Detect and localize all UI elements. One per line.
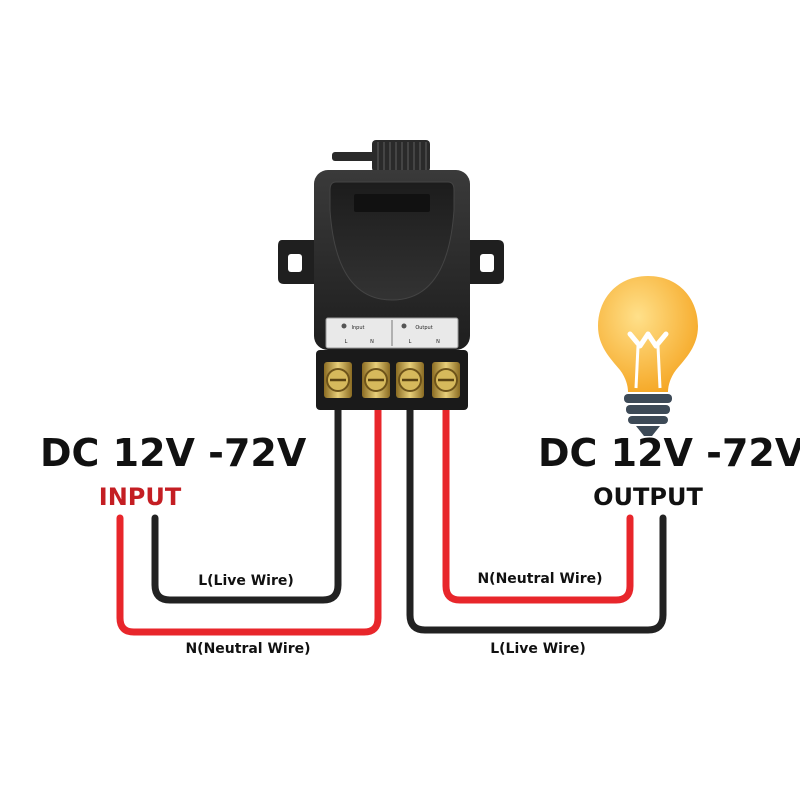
input-live-wire — [151, 391, 342, 604]
panel-output-n: N — [436, 339, 440, 345]
terminal-block — [316, 350, 468, 410]
input-neutral-wire-label: N(Neutral Wire) — [185, 641, 310, 657]
output-neutral-wire — [442, 391, 634, 604]
input-live-wire-label: L(Live Wire) — [198, 573, 294, 589]
light-bulb-icon — [598, 276, 698, 436]
input-label: INPUT — [99, 483, 182, 511]
output-live-wire-label: L(Live Wire) — [490, 641, 586, 657]
relay-module: Input Output L N L N — [278, 140, 504, 410]
bulb-base-ring-2 — [626, 405, 670, 414]
terminal-2 — [362, 362, 390, 398]
antenna-coil — [372, 140, 430, 172]
panel-input-l: L — [345, 339, 348, 345]
bulb-base-ring-3 — [628, 416, 668, 424]
input-voltage-label: DC 12V -72V — [40, 431, 307, 475]
output-voltage-label: DC 12V -72V — [538, 431, 800, 475]
terminal-4 — [432, 362, 460, 398]
output-live-wire — [406, 391, 667, 634]
input-neutral-wire — [116, 391, 382, 636]
bulb-base-ring-1 — [624, 394, 672, 403]
panel-input-n: N — [370, 339, 374, 345]
antenna-wire — [332, 152, 376, 161]
terminal-3 — [396, 362, 424, 398]
panel-input-label: Input — [352, 325, 365, 331]
bulb-tip — [636, 426, 660, 436]
panel-output-l: L — [409, 339, 412, 345]
module-slot — [354, 194, 430, 212]
terminal-1 — [324, 362, 352, 398]
bulb-filament — [627, 331, 669, 349]
wires — [116, 391, 667, 636]
panel-output-label: Output — [415, 325, 432, 331]
output-label: OUTPUT — [593, 483, 703, 511]
output-neutral-wire-label: N(Neutral Wire) — [477, 571, 602, 587]
